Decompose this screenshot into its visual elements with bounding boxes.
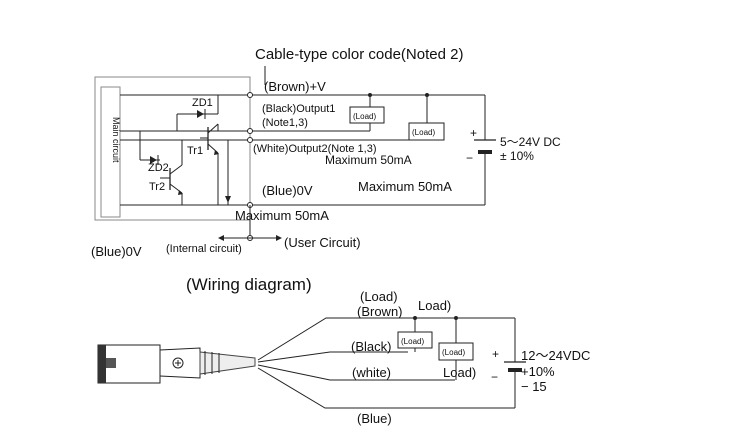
user-arrow: [276, 235, 282, 241]
terminal-output1: [247, 128, 253, 134]
tr1-collector: [207, 123, 219, 134]
blue-wire-label: (Blue): [357, 411, 392, 426]
tr2-label: Tr2: [149, 181, 165, 193]
cable-sleeve: [199, 351, 256, 375]
sensor-housing-outline: [94, 76, 251, 221]
sensor-indicator: [106, 358, 116, 368]
user-circuit-label: (User Circuit): [284, 235, 361, 250]
internal-arrow: [218, 235, 224, 241]
main-circuit-box: [100, 86, 121, 218]
load-box-2-label: (Load): [442, 348, 465, 357]
white-wire-label: (white): [352, 365, 391, 380]
blue-0v-inner-label: (Blue)0V: [262, 183, 313, 198]
black-output1-label: (Black)Output1: [262, 103, 335, 115]
load-label-upper-right: Load): [418, 298, 451, 313]
bottom-battery-short-plate: [508, 368, 522, 372]
zener-zd1-symbol: [197, 110, 204, 118]
battery-short-plate: [478, 150, 492, 154]
load-box-1-label: (Load): [401, 337, 424, 346]
zd2-label: ZD2: [148, 162, 169, 174]
bottom-supply-minus-sign: −: [491, 370, 498, 384]
load-a-label: (Load): [353, 112, 376, 121]
note13-label: (Note1,3): [262, 117, 308, 129]
bottom-supply-plus-sign: +: [492, 347, 499, 361]
supply-tolerance-label: ± 10%: [500, 149, 534, 163]
junction-a: [368, 93, 372, 97]
white-wire: [257, 364, 455, 381]
max-50ma-label-1: Maximum 50mA: [325, 153, 412, 167]
junction-b: [425, 93, 429, 97]
main-circuit-label: Main circuit: [111, 117, 121, 163]
tr1-label: Tr1: [187, 145, 203, 157]
blue-0v-outer-label: (Blue)0V: [91, 244, 142, 259]
cable-color-code-title: Cable-type color code(Noted 2): [255, 46, 463, 63]
zd1-label: ZD1: [192, 97, 213, 109]
wiring-diagram-section: (Wiring diagram) (Brown) (Black) (white)…: [97, 275, 590, 426]
load-label-top: (Load): [360, 289, 398, 304]
brown-wire: [257, 317, 515, 361]
supply-voltage-label: 5～24V DC: [500, 135, 561, 149]
load-label-lower-right: Load): [443, 365, 476, 380]
junction-1: [413, 316, 417, 320]
max-50ma-label-2: Maximum 50mA: [358, 179, 452, 194]
bottom-supply-tol-plus-label: +10%: [521, 364, 555, 379]
white-output2-label: (White)Output2(Note 1,3): [253, 143, 377, 155]
load-box-b: [408, 122, 445, 141]
current-arrow-down: [225, 196, 231, 203]
load-box-a: [349, 106, 385, 124]
blue-wire: [257, 367, 515, 409]
supply-plus-sign: +: [470, 126, 477, 140]
load-b-label: (Load): [412, 128, 435, 137]
tr2-collector: [169, 164, 183, 175]
sensor-adjust-screw: [172, 357, 184, 369]
bottom-supply-tol-minus-label: − 15: [521, 379, 547, 394]
black-wire: [257, 351, 408, 363]
tr2-emitter-arrow: [178, 190, 183, 195]
brown-plus-v-label: (Brown)+V: [264, 79, 326, 94]
internal-circuit-schematic: Cable-type color code(Noted 2) Main circ…: [91, 46, 561, 259]
supply-minus-sign: −: [466, 151, 473, 165]
brown-wire-label: (Brown): [357, 304, 403, 319]
max-50ma-label-3: Maximum 50mA: [235, 208, 329, 223]
terminal-plus-v: [247, 92, 253, 98]
bottom-supply-voltage-label: 12～24VDC: [521, 348, 590, 363]
internal-circuit-label: (Internal circuit): [166, 243, 242, 255]
black-wire-label: (Black): [351, 339, 391, 354]
sensor-lens-face: [98, 345, 106, 383]
zener-zd2-symbol: [150, 156, 157, 164]
terminal-output2: [247, 137, 253, 143]
junction-2: [454, 316, 458, 320]
tr1-emitter-arrow: [214, 150, 219, 155]
wiring-diagram-title: (Wiring diagram): [186, 275, 312, 294]
